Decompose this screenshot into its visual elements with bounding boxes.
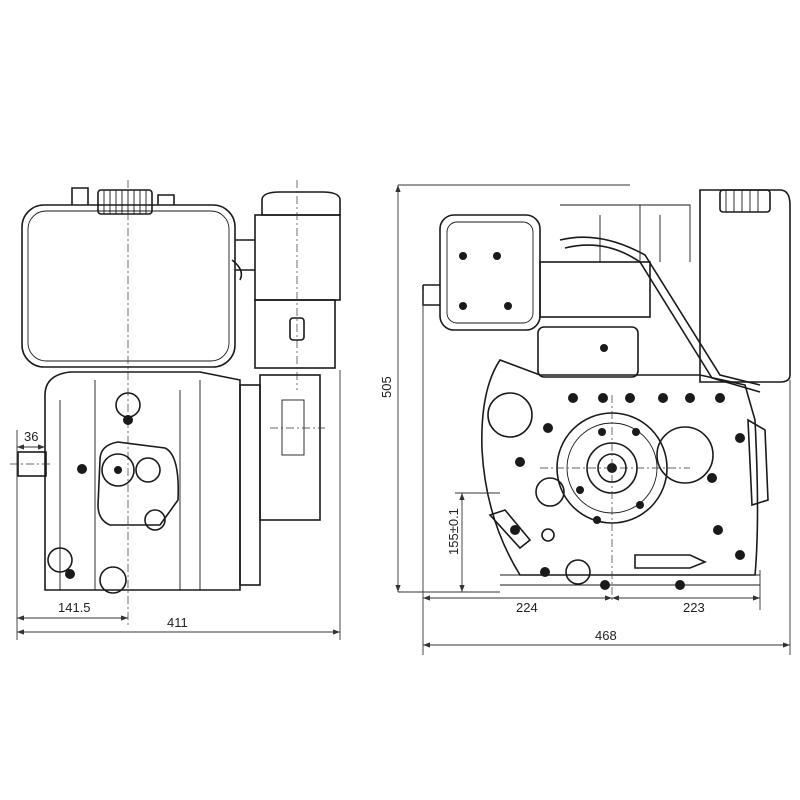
cylinder-head <box>537 204 761 393</box>
fuel-tank <box>21 187 236 368</box>
dim-overall-length: 468 <box>595 628 617 643</box>
fuel-cap <box>97 189 153 215</box>
bolts <box>510 393 745 590</box>
dim-shaft-to-center: 141.5 <box>58 600 91 615</box>
side-view: 36 141.5 411 <box>10 180 341 640</box>
right-fuel-tank <box>699 189 791 383</box>
dim-shaft-height: 155±0.1 <box>446 508 461 555</box>
dim-overall-height: 505 <box>379 376 394 398</box>
front-view: 505 155±0.1 224 223 468 <box>379 184 791 655</box>
dim-center-to-right: 223 <box>683 600 705 615</box>
dim-overall-width: 411 <box>167 615 188 630</box>
engine-body <box>44 371 325 594</box>
front-view-dimensions: 505 155±0.1 224 223 468 <box>379 184 791 655</box>
fuel-tank-front <box>422 214 541 331</box>
air-filter <box>254 180 341 390</box>
side-view-dimensions: 36 141.5 411 <box>16 370 341 640</box>
dim-shaft-length: 36 <box>24 429 38 444</box>
output-shaft <box>10 451 50 477</box>
dim-left-to-center: 224 <box>516 600 538 615</box>
flywheel-housing <box>540 395 690 600</box>
